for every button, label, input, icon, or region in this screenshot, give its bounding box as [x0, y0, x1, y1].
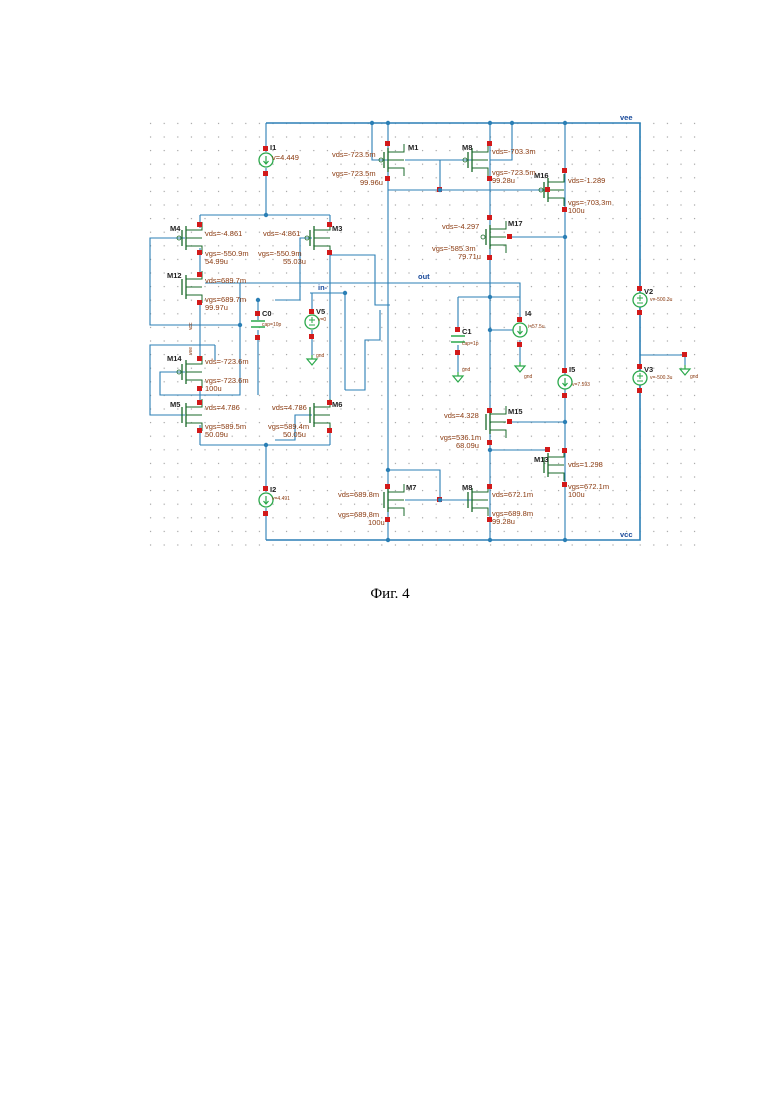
M5-id: 50.09u	[205, 430, 228, 439]
label-M5: M5	[170, 400, 180, 409]
label-M8-top: M8	[462, 143, 472, 152]
M7-vds: vds=689.8m	[338, 490, 379, 499]
M6-id: 50.05u	[283, 430, 306, 439]
M16-id: 100u	[568, 206, 585, 215]
grid-background	[145, 118, 703, 546]
M1-vds: vds=-723.5m	[332, 150, 376, 159]
gnd-label-1: gnd	[316, 353, 325, 359]
label-V5: V5	[316, 307, 325, 316]
M7-id: 100u	[368, 518, 385, 527]
M17-vds: vds=-4.297	[442, 222, 479, 231]
net-label-vee-left: vee	[188, 347, 194, 355]
label-M13: M13	[534, 455, 549, 464]
M14-id: 100u	[205, 384, 222, 393]
label-M16: M16	[534, 171, 549, 180]
label-V3: V3	[644, 365, 653, 374]
net-label-vee: vee	[620, 113, 633, 122]
V3-value: v=-500.3u	[650, 375, 673, 381]
I4-value: i=57.5u	[528, 324, 545, 330]
I2-v: v=4.491	[272, 496, 290, 502]
V5-value: v=0	[318, 317, 326, 323]
label-M4: M4	[170, 224, 181, 233]
label-I2: I2	[270, 485, 276, 494]
net-label-vcc-left: vcc	[188, 322, 194, 330]
I5-v: v=7.593	[572, 382, 590, 388]
M8-top-id: 99.28u	[492, 176, 515, 185]
M13-vds: vds=1.298	[568, 460, 603, 469]
gnd-label-2: gnd	[462, 367, 471, 373]
M16-vds: vds=-1.289	[568, 176, 605, 185]
M17-id: 79.71u	[458, 252, 481, 261]
label-M6: M6	[332, 400, 342, 409]
label-V2: V2	[644, 287, 653, 296]
M1-vgs: vgs=-723.5m	[332, 169, 376, 178]
M8-bottom-id: 99.28u	[492, 517, 515, 526]
M3-vds: vds=-4.861	[263, 229, 300, 238]
label-M3: M3	[332, 224, 342, 233]
M13-id: 100u	[568, 490, 585, 499]
M6-vds: vds=4.786	[272, 403, 307, 412]
M4-id: 54.99u	[205, 257, 228, 266]
C0-value: cap=10p	[262, 322, 282, 328]
label-I5: I5	[569, 365, 575, 374]
M5-vds: vds=4.786	[205, 403, 240, 412]
figure-caption: Фиг. 4	[0, 586, 780, 603]
I1-v: v=4.449	[272, 153, 299, 162]
M14-vds: vds=-723.6m	[205, 357, 249, 366]
M12-id: 99.97u	[205, 303, 228, 312]
label-M12: M12	[167, 271, 182, 280]
label-M14: M14	[167, 354, 182, 363]
M8-bottom-vds: vds=672.1m	[492, 490, 533, 499]
C1-value: cap=1p	[462, 341, 479, 347]
V2-value: v=-500.3u	[650, 297, 673, 303]
M15-vds: vds=4.328	[444, 411, 479, 420]
label-M15: M15	[508, 407, 523, 416]
M8-top-vds: vds=-703.3m	[492, 147, 536, 156]
label-C0: C0	[262, 309, 272, 318]
label-C1: C1	[462, 327, 472, 336]
M12-vds: vds=689.7m	[205, 276, 246, 285]
label-I1: I1	[270, 143, 276, 152]
M15-id: 68.09u	[456, 441, 479, 450]
label-M8-bottom: M8	[462, 483, 472, 492]
net-label-out: out	[418, 272, 430, 281]
label-I4: I4	[525, 309, 532, 318]
label-M7: M7	[406, 483, 416, 492]
gnd-label-3: gnd	[524, 374, 533, 380]
net-label-vcc: vcc	[620, 530, 633, 539]
gnd-label-4: gnd	[690, 374, 699, 380]
M1-id: 99.96u	[360, 178, 383, 187]
net-label-in: in-	[318, 283, 328, 292]
label-M17: M17	[508, 219, 523, 228]
label-M1: M1	[408, 143, 418, 152]
M3-id: 55.03u	[283, 257, 306, 266]
M4-vds: vds=-4.861	[205, 229, 242, 238]
